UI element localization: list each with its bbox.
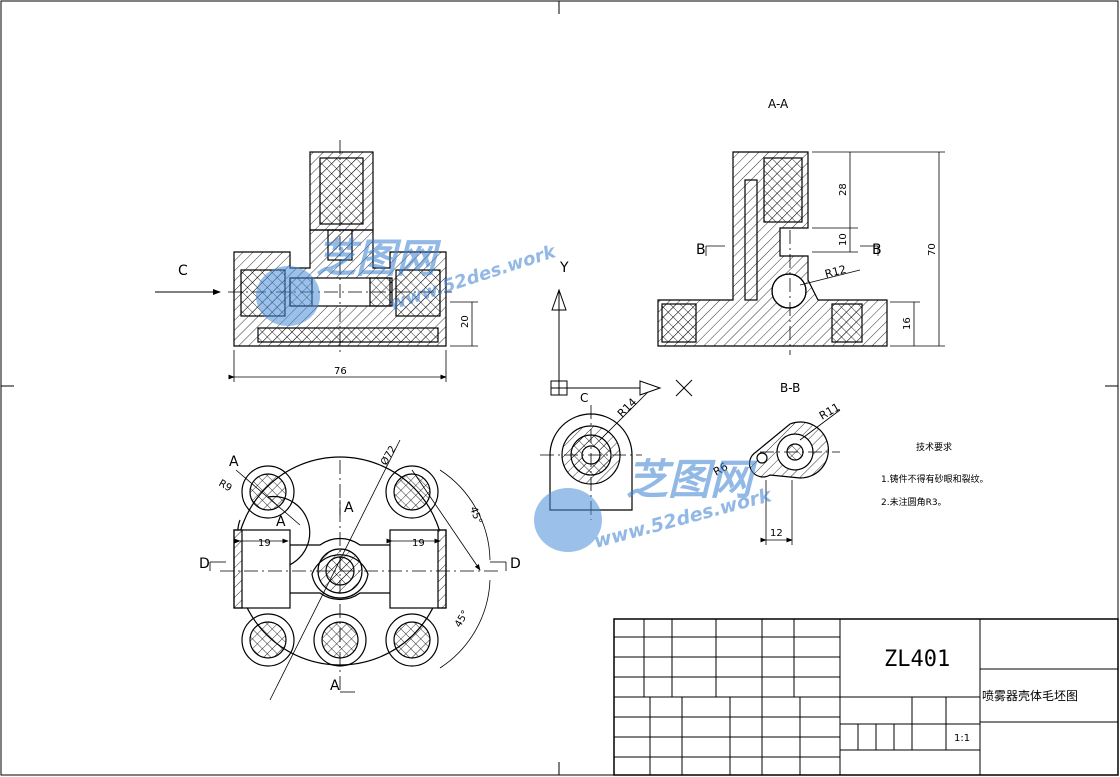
section-bb-title: B-B [780, 381, 800, 395]
section-b-left-label: B [696, 242, 706, 258]
section-b-right-label: B [872, 242, 882, 258]
dim-front-width: 76 [334, 366, 347, 377]
title-block [613, 618, 1119, 776]
dim-aa-mid: 10 [838, 233, 849, 246]
dim-plan-right: 19 [412, 538, 425, 549]
dim-bb-r11: R11 [817, 401, 842, 423]
axis-y-label: Y [559, 260, 569, 276]
view-c-title: C [580, 391, 588, 405]
plan-view [209, 439, 507, 701]
ucs-icon [550, 288, 693, 397]
notes-line-1: 1.铸件不得有砂眼和裂纹。 [881, 473, 989, 485]
section-d-right-label: D [510, 556, 521, 572]
dim-aa-top: 28 [838, 183, 849, 196]
section-a-top-label: A [344, 500, 354, 516]
dim-plan-r9: R9 [217, 478, 234, 494]
section-a-left-label: A [229, 454, 239, 470]
section-bb-view [749, 409, 841, 545]
section-a-mid-label: A [276, 514, 286, 530]
section-a-bottom-label: A [330, 678, 340, 694]
dim-plan-left: 19 [258, 538, 271, 549]
front-dimensions [228, 301, 478, 382]
notes-line-2: 2.未注圆角R3。 [881, 496, 947, 508]
view-c-label: C [178, 263, 188, 279]
watermark-brand-top: 芝图网 [316, 236, 442, 282]
dim-front-height: 20 [460, 315, 471, 328]
dim-plan-angle-top: 45° [467, 505, 483, 525]
dim-plan-phi: Ø72 [378, 444, 399, 468]
dim-plan-angle-bottom: 45° [453, 609, 471, 630]
dim-bb-width: 12 [770, 528, 783, 539]
part-name: 喷雾器壳体毛坯图 [982, 689, 1078, 703]
view-c [540, 391, 649, 520]
section-aa-view [657, 151, 888, 355]
section-aa-title: A-A [768, 97, 789, 111]
section-aa-dimensions [705, 151, 945, 347]
dim-c-radius: R14 [615, 396, 639, 420]
dim-aa-radius: R12 [823, 263, 847, 281]
scale-value: 1:1 [954, 733, 970, 744]
section-d-left-label: D [199, 556, 210, 572]
dim-aa-bottom: 16 [902, 317, 913, 330]
dim-aa-total: 70 [927, 243, 938, 256]
watermark-brand-bottom: 芝图网 [626, 455, 758, 504]
drawing-number: ZL401 [884, 647, 950, 672]
dim-bb-r6: R6 [711, 460, 730, 479]
notes-title: 技术要求 [916, 441, 952, 453]
